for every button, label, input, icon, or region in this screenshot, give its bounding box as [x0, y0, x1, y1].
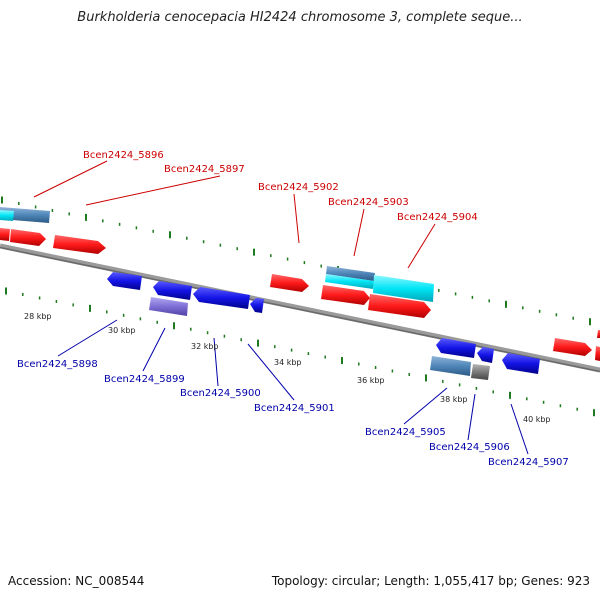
- gene-feature-cyan[interactable]: [373, 275, 434, 302]
- gene-feature-blue[interactable]: [477, 347, 494, 363]
- gene-label-bcen2424-5906[interactable]: Bcen2424_5906: [429, 442, 510, 453]
- chromosome-backbone-shade: [0, 246, 600, 373]
- lower-tick-track: [5, 287, 595, 417]
- scale-label: 38 kbp: [440, 395, 468, 404]
- gene-label-bcen2424-5899[interactable]: Bcen2424_5899: [104, 374, 185, 385]
- accession-text: Accession: NC_008544: [8, 574, 145, 588]
- upper-callout-lines: [33, 160, 436, 269]
- gene-feature-blue[interactable]: [107, 272, 142, 290]
- scale-label: 34 kbp: [274, 358, 302, 367]
- gene-feature-blue[interactable]: [193, 287, 250, 309]
- gene-label-bcen2424-5901[interactable]: Bcen2424_5901: [254, 403, 335, 414]
- gene-label-bcen2424-5898[interactable]: Bcen2424_5898: [17, 359, 98, 370]
- gene-label-bcen2424-5903[interactable]: Bcen2424_5903: [328, 197, 409, 208]
- reverse-strand-features: [107, 272, 540, 380]
- scale-label: 36 kbp: [357, 376, 385, 385]
- forward-strand-features: [0, 207, 600, 361]
- gene-feature-blue[interactable]: [153, 281, 192, 300]
- chromosome-backbone: [0, 243, 600, 373]
- gene-feature-red[interactable]: [53, 235, 106, 254]
- scale-label: 30 kbp: [108, 326, 136, 335]
- gene-feature-red[interactable]: [321, 285, 370, 305]
- lower-gene-labels: Bcen2424_5898 Bcen2424_5899 Bcen2424_590…: [17, 359, 569, 468]
- scale-labels: 28 kbp 30 kbp 32 kbp 34 kbp 36 kbp 38 kb…: [24, 312, 551, 424]
- gene-label-bcen2424-5905[interactable]: Bcen2424_5905: [365, 427, 446, 438]
- gene-feature-red[interactable]: [10, 229, 46, 246]
- gene-feature-cyan[interactable]: [325, 274, 374, 289]
- scale-label: 28 kbp: [24, 312, 52, 321]
- gene-label-bcen2424-5900[interactable]: Bcen2424_5900: [180, 388, 261, 399]
- gene-label-bcen2424-5896[interactable]: Bcen2424_5896: [83, 150, 164, 161]
- gene-feature-blue[interactable]: [436, 338, 476, 358]
- gene-feature-steel[interactable]: [430, 356, 471, 376]
- gene-label-bcen2424-5902[interactable]: Bcen2424_5902: [258, 182, 339, 193]
- gene-feature-red[interactable]: [0, 228, 10, 241]
- scale-label: 32 kbp: [191, 342, 219, 351]
- gene-feature-blue[interactable]: [250, 298, 264, 313]
- gene-feature-red[interactable]: [270, 274, 309, 292]
- gene-label-bcen2424-5897[interactable]: Bcen2424_5897: [164, 164, 245, 175]
- gene-feature-blue[interactable]: [502, 353, 540, 374]
- topology-text: Topology: circular; Length: 1,055,417 bp…: [271, 574, 590, 588]
- scale-label: 40 kbp: [523, 415, 551, 424]
- map-title: Burkholderia cenocepacia HI2424 chromoso…: [77, 10, 523, 25]
- gene-feature-red[interactable]: [597, 330, 600, 338]
- gene-feature-red[interactable]: [553, 338, 592, 356]
- gene-feature-steel[interactable]: [326, 266, 375, 281]
- gene-feature-red[interactable]: [595, 346, 600, 361]
- lower-callout-lines: [57, 319, 529, 455]
- gene-label-bcen2424-5907[interactable]: Bcen2424_5907: [488, 457, 569, 468]
- gene-feature-gray[interactable]: [471, 364, 490, 380]
- gene-label-bcen2424-5904[interactable]: Bcen2424_5904: [397, 212, 478, 223]
- upper-gene-labels: Bcen2424_5896 Bcen2424_5897 Bcen2424_590…: [83, 150, 478, 223]
- gene-feature-cyan[interactable]: [0, 210, 14, 221]
- gene-feature-red[interactable]: [368, 294, 431, 318]
- gene-feature-purple[interactable]: [149, 297, 188, 316]
